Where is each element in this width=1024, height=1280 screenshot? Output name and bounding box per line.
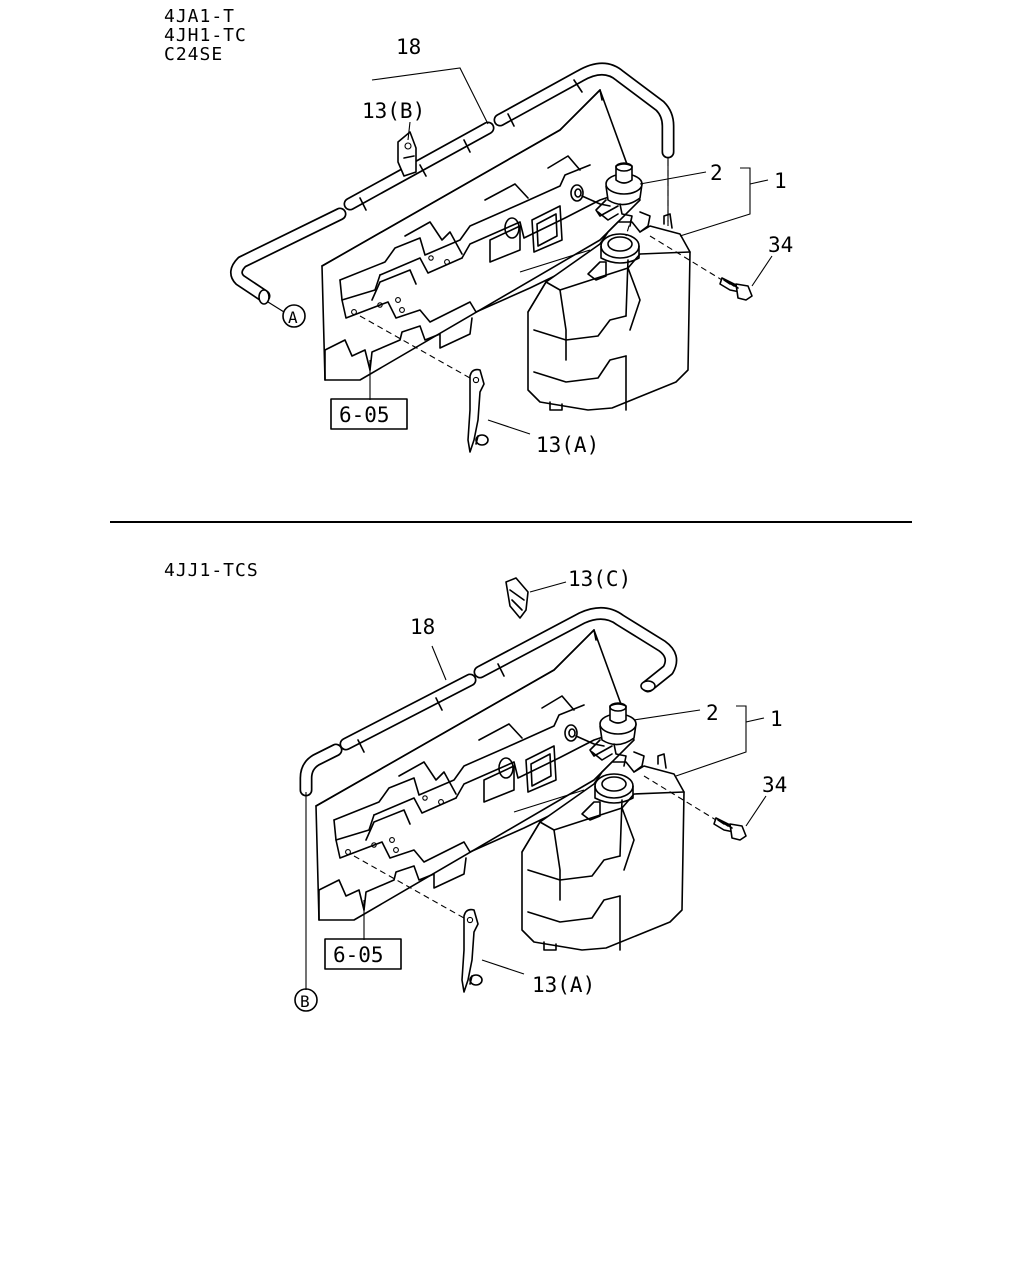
hose-18-bottom [299,607,678,990]
leader-bolt-dash [649,235,723,281]
connector-label: A [288,308,298,327]
leader-34 [745,795,767,827]
leader-a [267,301,285,313]
clip-13a [461,908,483,993]
connector-b: B [294,988,318,1012]
leader-bolt-dash [643,775,717,821]
callout-18: 18 [396,35,421,59]
connector-label: B [300,992,310,1011]
clip-13b [397,131,417,177]
callout-13a: 13(A) [536,433,599,457]
reference-6-05: 6-05 [330,398,408,430]
model-label: 4JH1-TC [164,25,247,46]
leader-cap-dash [625,215,633,237]
callout-2: 2 [710,161,723,185]
connector-a: A [282,304,306,328]
reference-label: 6-05 [339,403,390,427]
clip-13c [505,577,529,619]
clip-13a [467,368,489,453]
reference-6-05: 6-05 [324,938,402,970]
reference-label: 6-05 [333,943,384,967]
bottom-section: 4JJ1-TCS [164,560,787,1012]
leader-13b [407,121,411,141]
leader-13a [487,419,531,435]
callout-1: 1 [770,707,783,731]
leader-2 [633,709,701,721]
leader-clip-dash [359,315,471,379]
leader-13c [529,581,567,593]
model-label: C24SE [164,44,223,65]
leader-2 [639,171,707,185]
callout-13b: 13(B) [362,99,425,123]
callout-34: 34 [768,233,793,257]
leader-13a [481,959,525,975]
bolt-34 [713,817,747,841]
callout-13a: 13(A) [532,973,595,997]
leader-clip-dash [353,855,465,919]
leader-1 [679,167,751,237]
callout-1: 1 [774,169,787,193]
leader-1b [749,179,769,185]
bolt-34 [719,277,753,301]
model-label: 4JA1-T [164,6,235,27]
leader-18 [431,645,447,681]
leader-1 [675,705,747,777]
hose-18-top [230,62,675,305]
callout-13c: 13(C) [568,567,631,591]
callout-2: 2 [706,701,719,725]
callout-18: 18 [410,615,435,639]
leader-18 [371,67,489,125]
callout-34: 34 [762,773,787,797]
leader-34 [751,255,773,287]
top-section: 4JA1-T 4JH1-TC C24SE [164,6,793,457]
leader-1b [745,717,765,723]
model-label: 4JJ1-TCS [164,560,259,581]
